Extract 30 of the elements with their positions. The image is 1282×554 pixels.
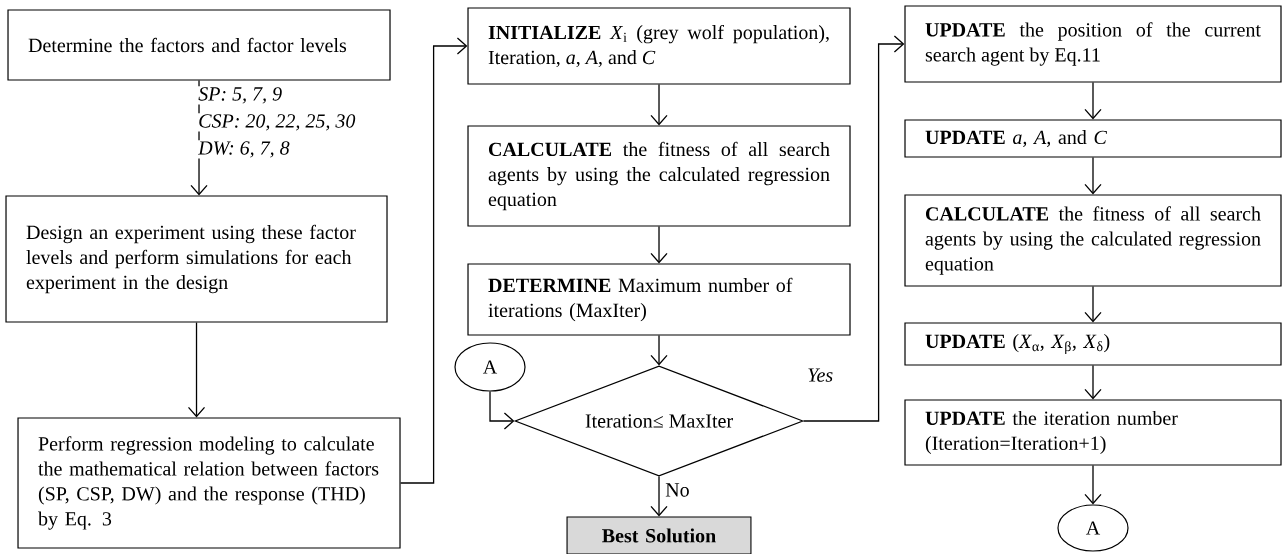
process-box: CALCULATE the fitness of all search agents by using the calculated regression equation [467, 125, 851, 227]
edge-label: SP: 5, 7, 9 [197, 86, 284, 105]
process-box: UPDATE (X$_{α}$, X$_{β}$, X$_{δ}$) [904, 322, 1282, 366]
arrow [1084, 364, 1102, 400]
process-box: CALCULATE the fitness of all search agents by using the calculated regression equation [904, 194, 1282, 287]
arrow [650, 334, 668, 366]
process-box: UPDATE the position of the current search agent by Eq.11 [904, 5, 1282, 83]
arrow [802, 35, 905, 422]
arrow [1084, 285, 1102, 323]
process-box: UPDATE the iteration number (Iteration=Iteration+1) [904, 399, 1282, 466]
arrow [650, 83, 668, 126]
process-box: Determine the factors and factor levels [7, 9, 391, 81]
arrow [650, 475, 668, 517]
arrow [650, 225, 668, 264]
arrow [1084, 464, 1102, 505]
edge-label: No [664, 482, 691, 498]
arrow [1084, 156, 1102, 195]
terminal-box: Best Solution [566, 516, 752, 554]
process-box: Perform regression modeling to calculate the mathematical relation between factors (SP, CSP, DW) and the response (THD) by Eq. 3 [17, 417, 401, 549]
edge-label: Yes [806, 367, 835, 383]
annotation-text: CSP: 20, 22, 25, 30 [197, 113, 357, 132]
process-box: INITIALIZE X$_{i}$ (grey wolf population), Iteration, a, A, and C [467, 7, 851, 85]
process-box: UPDATE a, A, and C [904, 119, 1282, 158]
arrow [187, 321, 206, 418]
arrow [399, 37, 468, 484]
arrow [489, 390, 515, 430]
annotation-text: DW: 6, 7, 8 [197, 140, 291, 159]
process-box: DETERMINE Maximum number of iterations (MaxIter) [467, 263, 851, 336]
arrow [1084, 81, 1102, 120]
process-box: Design an experiment using these factor levels and perform simulations for each experiment in the design [5, 195, 388, 323]
